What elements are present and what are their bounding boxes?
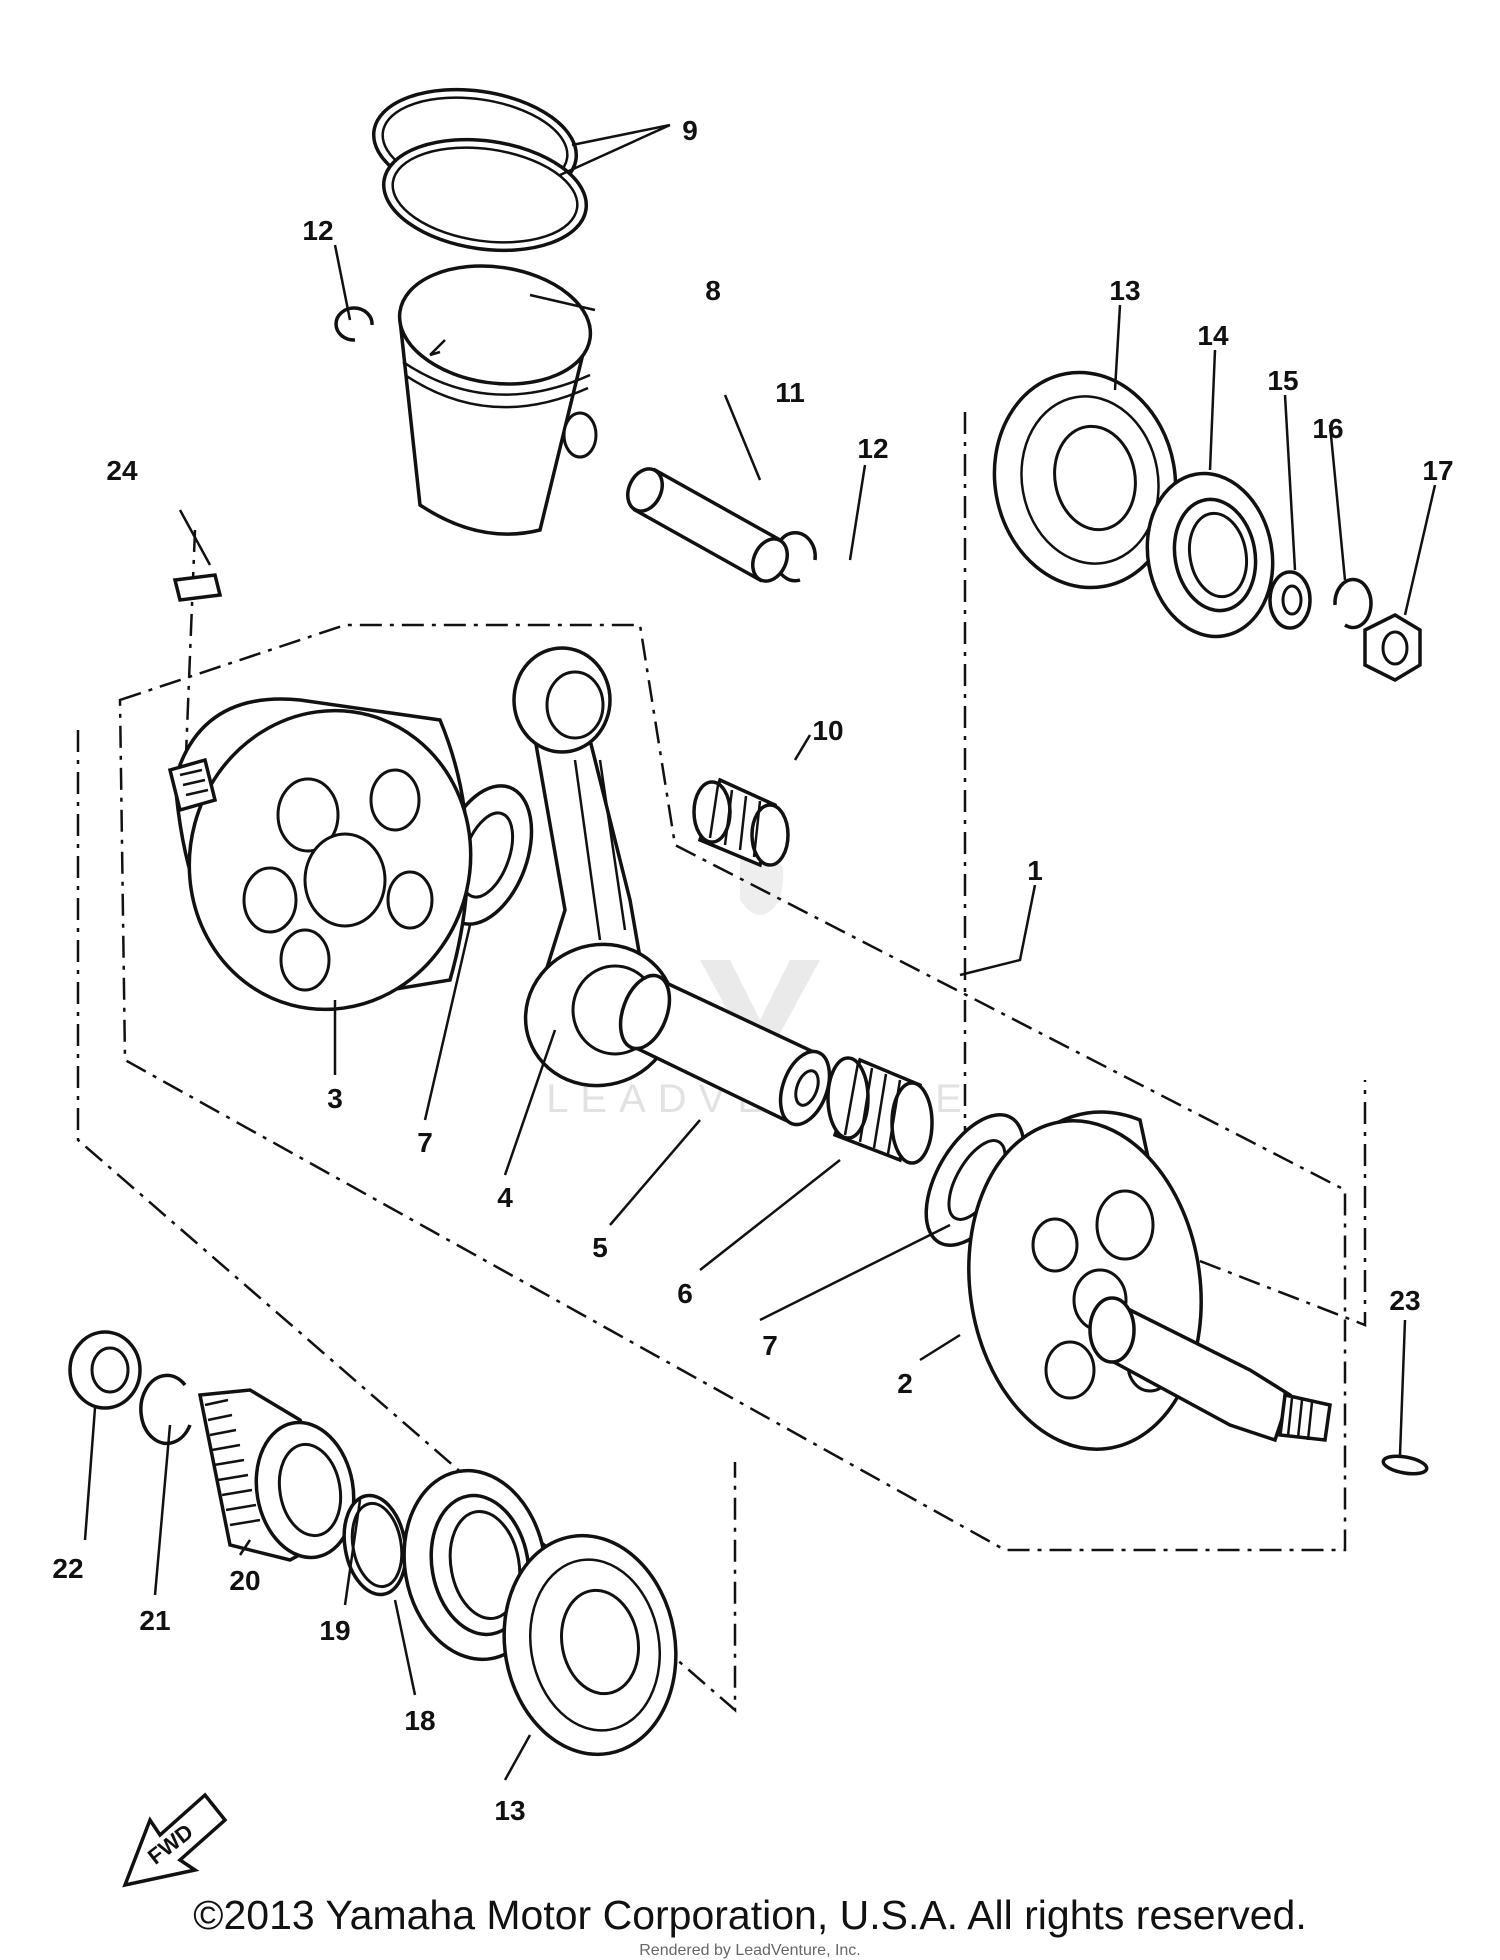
leader-lines <box>83 123 1437 1781</box>
callout-20: 20 <box>229 1565 260 1596</box>
rendered-by-credit: Rendered by LeadVenture, Inc. <box>639 1942 861 1959</box>
callout-10: 10 <box>812 715 843 746</box>
callout-11: 11 <box>775 377 805 408</box>
callout-2: 2 <box>897 1368 913 1399</box>
copyright-notice: ©2013 Yamaha Motor Corporation, U.S.A. A… <box>193 1892 1307 1938</box>
callout-4: 4 <box>497 1182 513 1213</box>
callout-21: 21 <box>139 1605 170 1636</box>
left-side-drive-group <box>68 1330 678 1757</box>
callout-14: 14 <box>1197 320 1229 351</box>
callout-6: 6 <box>677 1278 693 1309</box>
callout-13a: 13 <box>1109 275 1140 306</box>
key-right <box>1381 1454 1429 1476</box>
callout-18: 18 <box>404 1705 435 1736</box>
piston-rings <box>371 87 589 253</box>
woodruff-key <box>172 573 223 602</box>
callout-7a: 7 <box>417 1127 433 1158</box>
crank-wheel-right <box>967 1110 1332 1451</box>
piston-pin <box>626 467 789 583</box>
callout-7b: 7 <box>762 1330 778 1361</box>
small-end-bearing <box>692 777 790 868</box>
callout-8: 8 <box>705 275 721 306</box>
callout-15: 15 <box>1267 365 1298 396</box>
crank-pin <box>618 973 832 1127</box>
callout-16: 16 <box>1312 413 1343 444</box>
callout-23: 23 <box>1389 1285 1420 1316</box>
callout-3: 3 <box>327 1083 343 1114</box>
forward-arrow-icon: FWD <box>122 1792 228 1888</box>
callout-17: 17 <box>1422 455 1453 486</box>
crank-wheel-left <box>167 697 473 1012</box>
callout-1: 1 <box>1027 855 1043 886</box>
callout-13b: 13 <box>494 1795 525 1826</box>
big-end-bearing <box>826 1056 934 1165</box>
callout-12a: 12 <box>302 215 333 246</box>
piston <box>397 264 598 536</box>
callout-9: 9 <box>682 115 698 146</box>
callout-numbers: 1 2 3 4 5 6 7 7 8 9 10 11 12 12 13 13 14… <box>52 115 1453 1826</box>
callout-24: 24 <box>106 455 138 486</box>
callout-19: 19 <box>319 1615 350 1646</box>
callout-22: 22 <box>52 1553 83 1584</box>
callout-5: 5 <box>592 1232 608 1263</box>
right-side-bearing-group <box>992 370 1422 682</box>
callout-12b: 12 <box>857 433 888 464</box>
connecting-rod <box>512 646 677 1088</box>
